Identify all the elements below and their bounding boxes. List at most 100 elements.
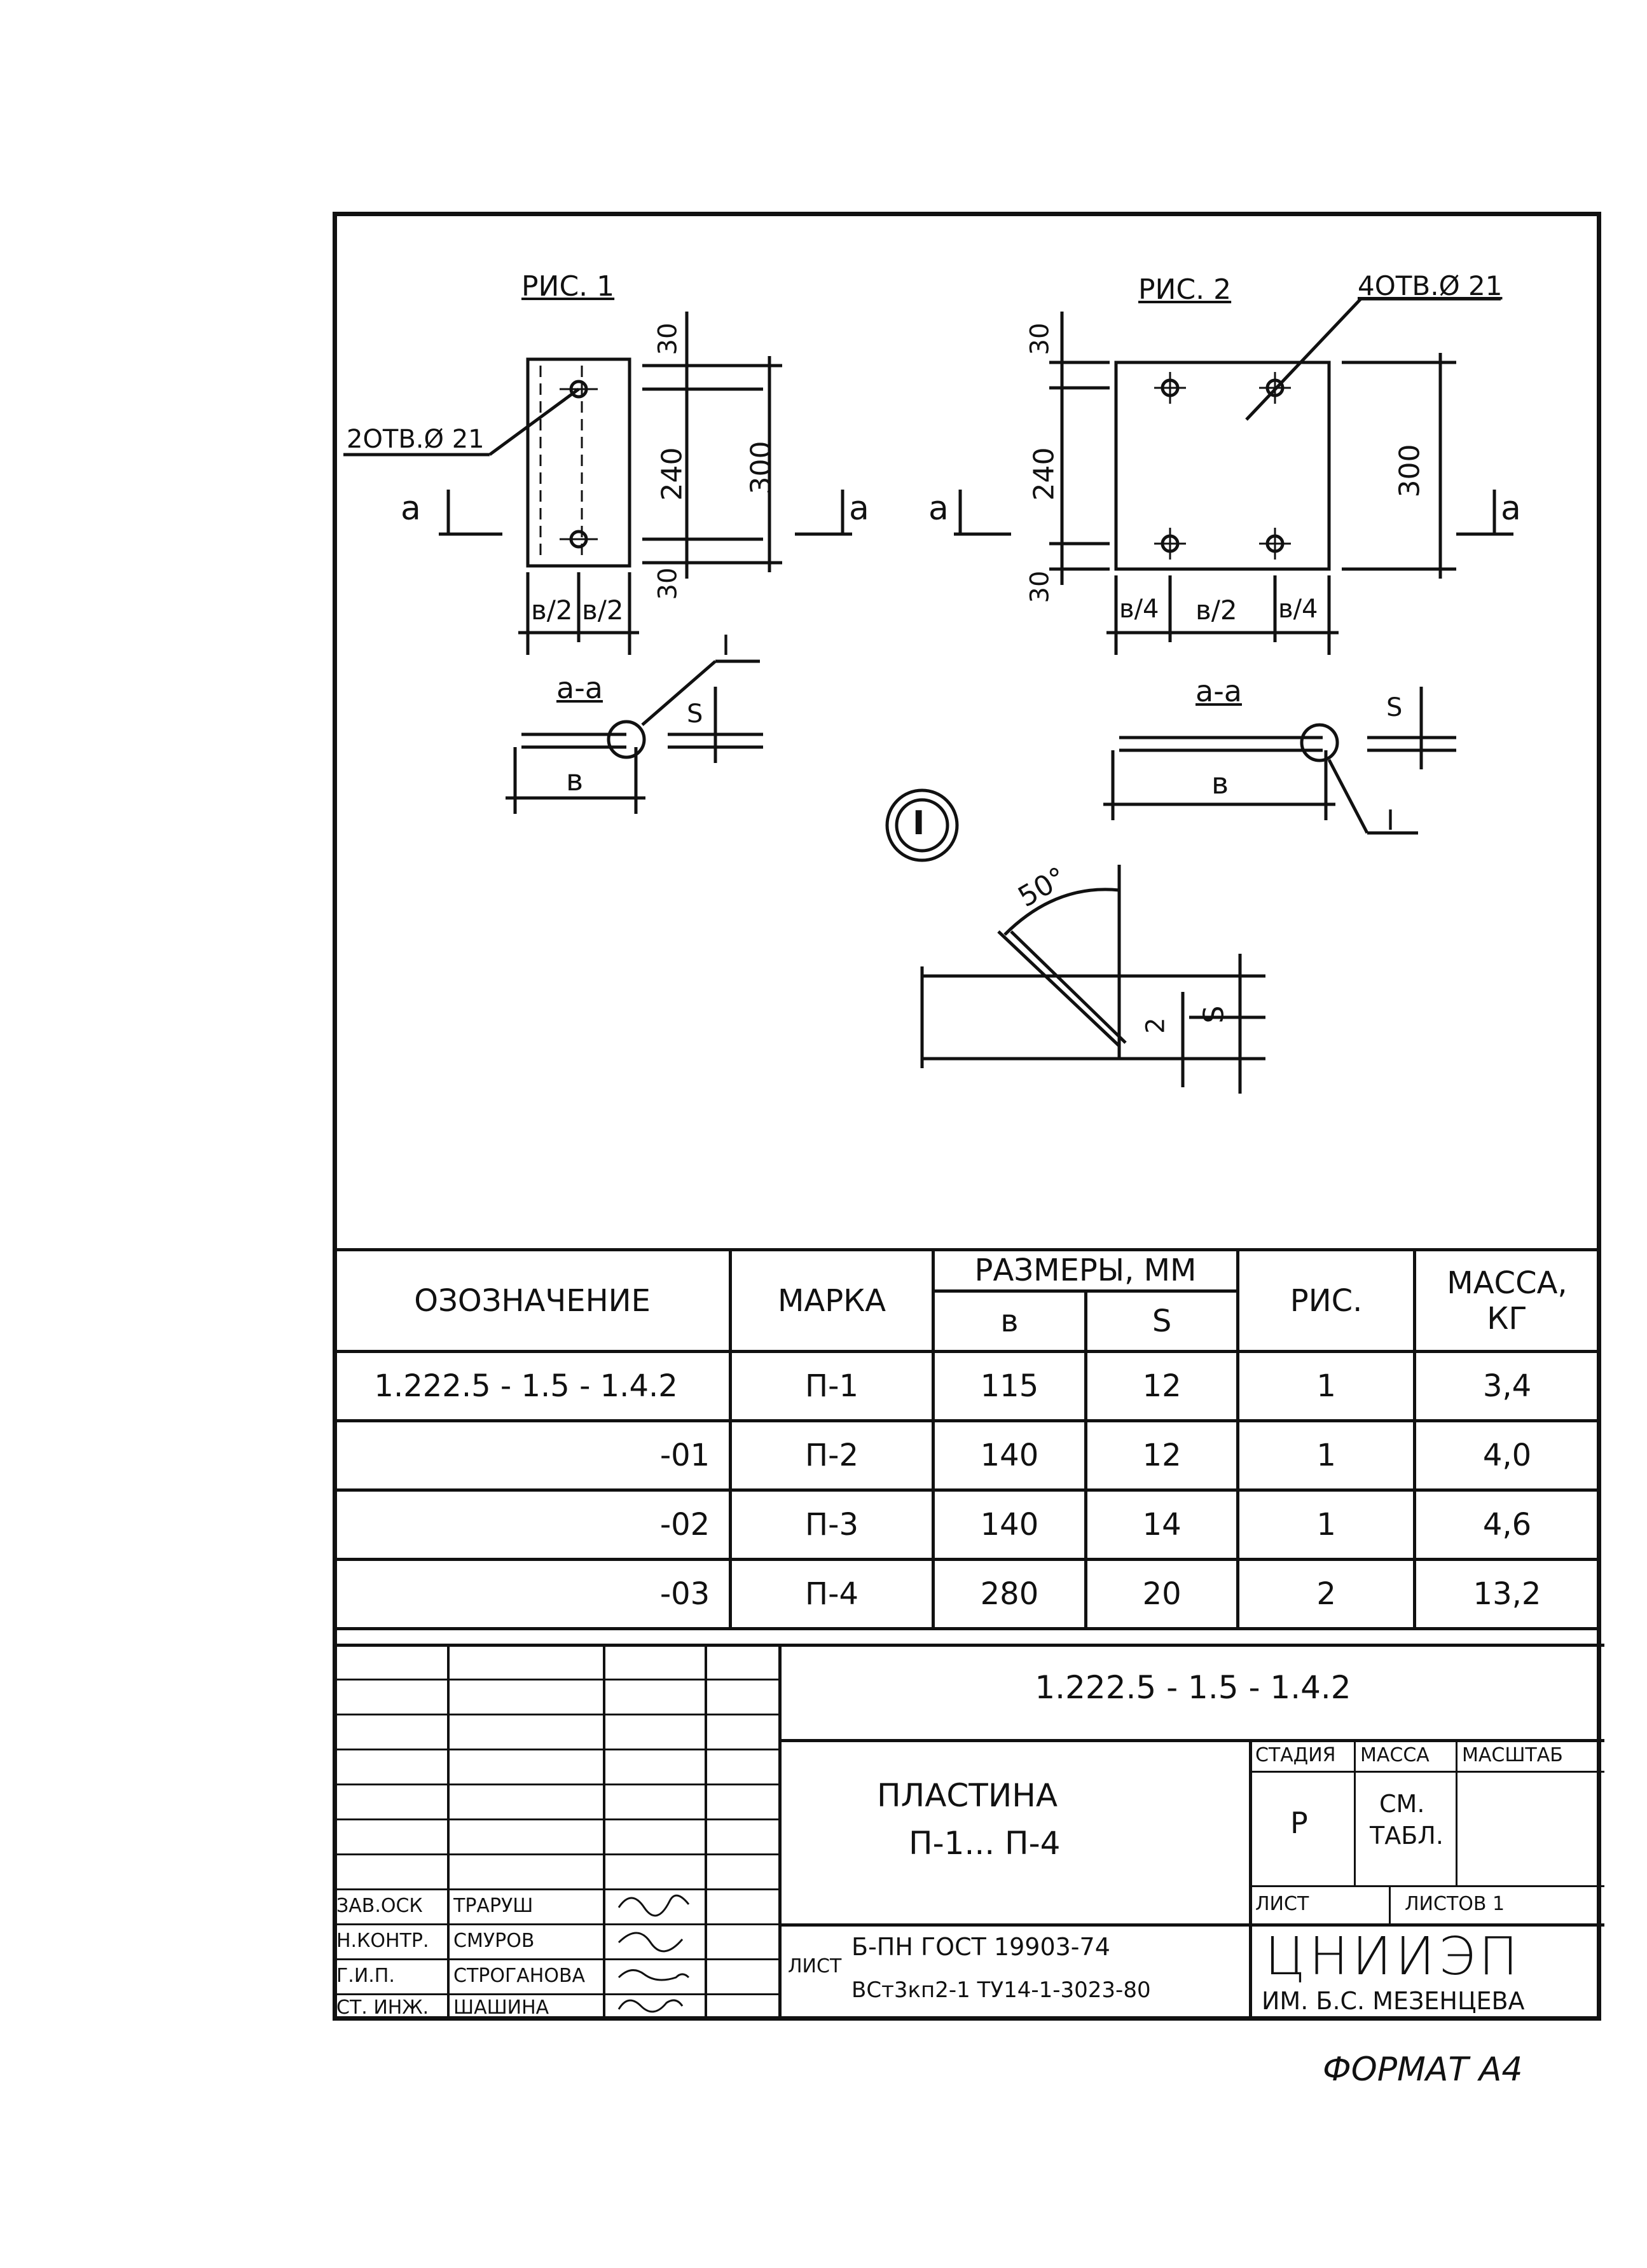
detail-edge-dim: 2 <box>1141 1017 1171 1034</box>
material-line1: Б-ПН ГОСТ 19903-74 <box>851 1933 1110 1961</box>
row3-mass: 4,6 <box>1412 1488 1602 1561</box>
signer-name-1: ТРАРУШ <box>453 1895 534 1917</box>
row4-designation: -03 <box>332 1558 733 1630</box>
fig2-dim-mid: 240 <box>1028 447 1061 501</box>
mass-value-2: ТАБЛ. <box>1370 1822 1444 1850</box>
hdr-mass: МАССА, КГ <box>1412 1248 1602 1353</box>
fig2-thickness-label: S <box>1386 693 1403 722</box>
fig2-detail-circle <box>1300 723 1339 762</box>
hdr-s: S <box>1084 1289 1240 1353</box>
row1-s: 12 <box>1084 1350 1240 1422</box>
row3-designation: -02 <box>332 1488 733 1561</box>
signer-role-3: Г.И.П. <box>336 1965 395 1987</box>
fig1-section-mark-right: а <box>849 490 869 528</box>
row4-s: 20 <box>1084 1558 1240 1630</box>
row2-b: 140 <box>931 1419 1088 1492</box>
table-row: -02 П-3 140 14 1 4,6 <box>332 1488 1602 1561</box>
format-label: ФОРМАТ А4 <box>1323 2051 1523 2089</box>
signer-name-2: СМУРОВ <box>453 1930 535 1952</box>
row2-designation: -01 <box>332 1419 733 1492</box>
hdr-designation: ОЗОЗНАЧЕНИЕ <box>332 1248 733 1353</box>
fig1-thickness-label: S <box>687 699 703 729</box>
fig1-half-right: в/2 <box>582 594 624 626</box>
signature-block: ЗАВ.ОСК ТРАРУШ Н.КОНТР. СМУРОВ Г.И.П. СТ… <box>333 1644 778 2021</box>
sheet-label: ЛИСТ <box>1255 1893 1309 1915</box>
hdr-mark: МАРКА <box>729 1248 935 1353</box>
fig1-dim-bottom: 30 <box>653 567 683 600</box>
stage-header: СТАДИЯ <box>1255 1744 1336 1766</box>
sheets-label: ЛИСТОВ 1 <box>1405 1893 1505 1915</box>
table-row: 1.222.5 - 1.5 - 1.4.2 П-1 115 12 1 3,4 <box>332 1350 1602 1422</box>
row3-fig: 1 <box>1236 1488 1416 1561</box>
fig2-detail-ref: I <box>1386 804 1395 837</box>
fig1-section-mark-left: а <box>401 490 421 528</box>
row4-mark: П-4 <box>729 1558 935 1630</box>
table-row: -03 П-4 280 20 2 13,2 <box>332 1558 1602 1630</box>
fig2-section-mark-left: а <box>928 490 949 528</box>
table-row: -01 П-2 140 12 1 4,0 <box>332 1419 1602 1492</box>
fig1-dim-top: 30 <box>653 322 683 355</box>
row3-mark: П-3 <box>729 1488 935 1561</box>
part-name-line1: ПЛАСТИНА <box>877 1777 1058 1814</box>
fig2-plate <box>1114 361 1331 571</box>
mass-header: МАССА <box>1360 1744 1430 1766</box>
fig1-detail-circle <box>607 720 646 759</box>
part-name-line2: П-1... П-4 <box>909 1825 1061 1862</box>
fig1-width-label: в <box>566 763 584 797</box>
fig1-half-left: в/2 <box>531 594 573 626</box>
fig1-plate <box>526 357 631 568</box>
hdr-mass-line1: МАССА, <box>1447 1265 1568 1301</box>
row2-mark: П-2 <box>729 1419 935 1492</box>
fig2-quarter-right: в/4 <box>1278 594 1318 624</box>
row4-b: 280 <box>931 1558 1088 1630</box>
fig1-section-title: а-а <box>556 671 603 705</box>
fig1-dim-mid: 240 <box>656 447 689 501</box>
row1-mass: 3,4 <box>1412 1350 1602 1422</box>
hdr-mass-line2: КГ <box>1487 1300 1527 1337</box>
signer-name-3: СТРОГАНОВА <box>453 1965 586 1987</box>
spec-table: ОЗОЗНАЧЕНИЕ МАРКА РАЗМЕРЫ, ММ РИС. МАССА… <box>332 1248 1602 1630</box>
fig1-title: РИС. 1 <box>521 270 615 303</box>
hdr-fig: РИС. <box>1236 1248 1416 1353</box>
detail-thickness-label: S <box>1197 1005 1230 1024</box>
fig1-detail-ref: I <box>722 629 730 662</box>
scale-header: МАСШТАБ <box>1462 1744 1563 1766</box>
signer-role-2: Н.КОНТР. <box>336 1930 429 1952</box>
row4-mass: 13,2 <box>1412 1558 1602 1630</box>
title-block-main: 1.222.5 - 1.5 - 1.4.2 ПЛАСТИНА П-1... П-… <box>778 1644 1604 2021</box>
hdr-sizes: РАЗМЕРЫ, ММ <box>931 1248 1240 1293</box>
signer-name-4: ШАШИНА <box>453 1997 549 2019</box>
fig1-holes-note: 2ОТВ.Ø 21 <box>347 425 485 454</box>
signer-role-4: СТ. ИНЖ. <box>336 1997 429 2019</box>
fig1-dim-total: 300 <box>745 441 778 495</box>
fig2-half-mid: в/2 <box>1196 594 1237 626</box>
hdr-b: в <box>931 1289 1088 1353</box>
detail-callout-outer <box>885 788 959 862</box>
row4-fig: 2 <box>1236 1558 1416 1630</box>
fig2-dim-top: 30 <box>1025 322 1055 355</box>
row1-mark: П-1 <box>729 1350 935 1422</box>
fig2-dim-total: 300 <box>1393 444 1426 498</box>
fig2-holes-note: 4ОТВ.Ø 21 <box>1358 270 1503 301</box>
mass-value-1: СМ. <box>1379 1790 1425 1818</box>
signatures <box>617 1894 690 2013</box>
fig2-section-title: а-а <box>1196 674 1242 708</box>
material-label: ЛИСТ <box>788 1955 842 1977</box>
detail-callout-inner <box>895 798 949 853</box>
fig2-section-mark-right: а <box>1501 490 1521 528</box>
fig2-width-label: в <box>1211 766 1229 801</box>
drawing-frame <box>333 212 1601 2021</box>
row2-s: 12 <box>1084 1419 1240 1492</box>
fig2-dim-bottom: 30 <box>1025 570 1055 603</box>
fig2-quarter-left: в/4 <box>1119 594 1159 624</box>
stage-value: Р <box>1290 1806 1308 1840</box>
row1-b: 115 <box>931 1350 1088 1422</box>
org-name: ЦНИИЭП <box>1265 1927 1522 1987</box>
row3-s: 14 <box>1084 1488 1240 1561</box>
row1-designation: 1.222.5 - 1.5 - 1.4.2 <box>332 1350 733 1422</box>
row1-fig: 1 <box>1236 1350 1416 1422</box>
detail-callout-label: I <box>913 804 925 842</box>
signer-role-1: ЗАВ.ОСК <box>336 1895 423 1917</box>
row3-b: 140 <box>931 1488 1088 1561</box>
